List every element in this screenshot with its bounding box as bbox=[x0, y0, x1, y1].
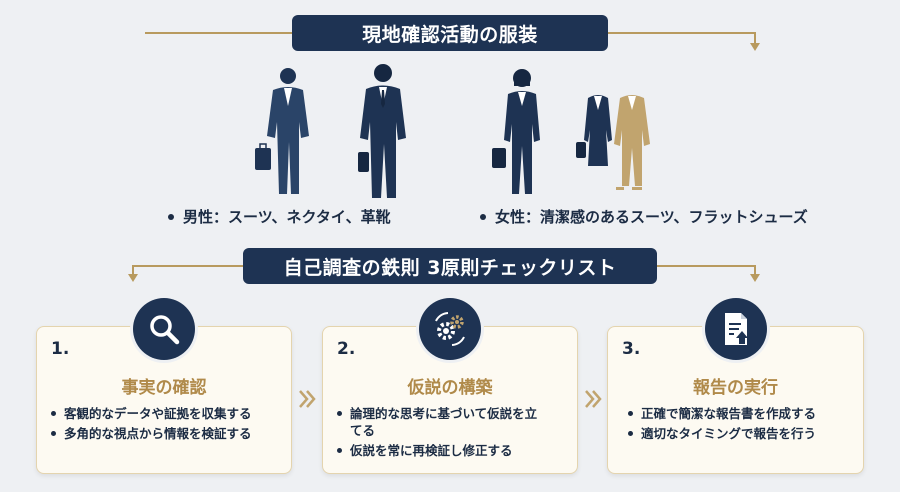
list-item: 適切なタイミングで報告を行う bbox=[628, 425, 855, 442]
top-right-connector-drop bbox=[754, 32, 756, 44]
bullet-icon bbox=[168, 213, 174, 220]
chevron-right-icon bbox=[585, 390, 602, 408]
women-suit-outfits bbox=[576, 95, 650, 190]
card-items: 客観的なデータや証拠を収集する 多角的な視点から情報を検証する bbox=[51, 405, 283, 445]
list-item: 仮説を常に再検証し修正する bbox=[337, 442, 547, 459]
mid-right-connector-drop bbox=[754, 265, 756, 275]
magnifier-icon bbox=[133, 298, 195, 360]
card-number: 2. bbox=[337, 339, 356, 359]
gears-cycle-icon bbox=[419, 298, 481, 360]
top-left-connector bbox=[145, 32, 292, 34]
mid-right-arrow-icon bbox=[750, 274, 760, 282]
top-right-arrow-icon bbox=[750, 43, 760, 51]
list-item: 客観的なデータや証拠を収集する bbox=[51, 405, 283, 422]
card-title: 仮説の構築 bbox=[407, 378, 493, 398]
list-item: 多角的な視点から情報を検証する bbox=[51, 425, 283, 442]
card-items: 正確で簡潔な報告書を作成する 適切なタイミングで報告を行う bbox=[628, 405, 855, 445]
mid-left-connector-drop bbox=[132, 265, 134, 275]
mid-left-arrow-icon bbox=[128, 274, 138, 282]
chevron-right-icon bbox=[299, 390, 316, 408]
attire-men: 男性：スーツ、ネクタイ、革靴 bbox=[168, 206, 391, 227]
card-title: 報告の実行 bbox=[693, 378, 778, 398]
top-right-connector bbox=[608, 32, 756, 34]
card-title: 事実の確認 bbox=[121, 378, 207, 398]
mid-right-connector bbox=[657, 265, 756, 267]
businessman-figure-1 bbox=[255, 68, 309, 194]
card-number: 3. bbox=[622, 339, 641, 359]
checklist-banner-title: 自己調査の鉄則 3原則チェックリスト bbox=[283, 256, 617, 279]
report-upload-icon bbox=[705, 298, 767, 360]
list-item: 正確で簡潔な報告書を作成する bbox=[628, 405, 855, 422]
checklist-banner: 自己調査の鉄則 3原則チェックリスト bbox=[243, 248, 657, 284]
card-items: 論理的な思考に基づいて仮説を立てる 仮説を常に再検証し修正する bbox=[337, 405, 547, 462]
attire-women: 女性：清潔感のあるスーツ、フラットシューズ bbox=[480, 206, 808, 227]
bullet-icon bbox=[480, 213, 486, 220]
list-item: 論理的な思考に基づいて仮説を立てる bbox=[337, 405, 547, 439]
mid-left-connector bbox=[134, 265, 243, 267]
attire-banner: 現地確認活動の服装 bbox=[292, 15, 608, 51]
attire-banner-title: 現地確認活動の服装 bbox=[362, 23, 538, 46]
card-number: 1. bbox=[51, 339, 70, 359]
businesswoman-figure bbox=[492, 69, 540, 194]
businessman-figure-2 bbox=[358, 64, 406, 198]
attire-men-text: 男性：スーツ、ネクタイ、革靴 bbox=[183, 208, 391, 226]
attire-women-text: 女性：清潔感のあるスーツ、フラットシューズ bbox=[495, 208, 808, 226]
